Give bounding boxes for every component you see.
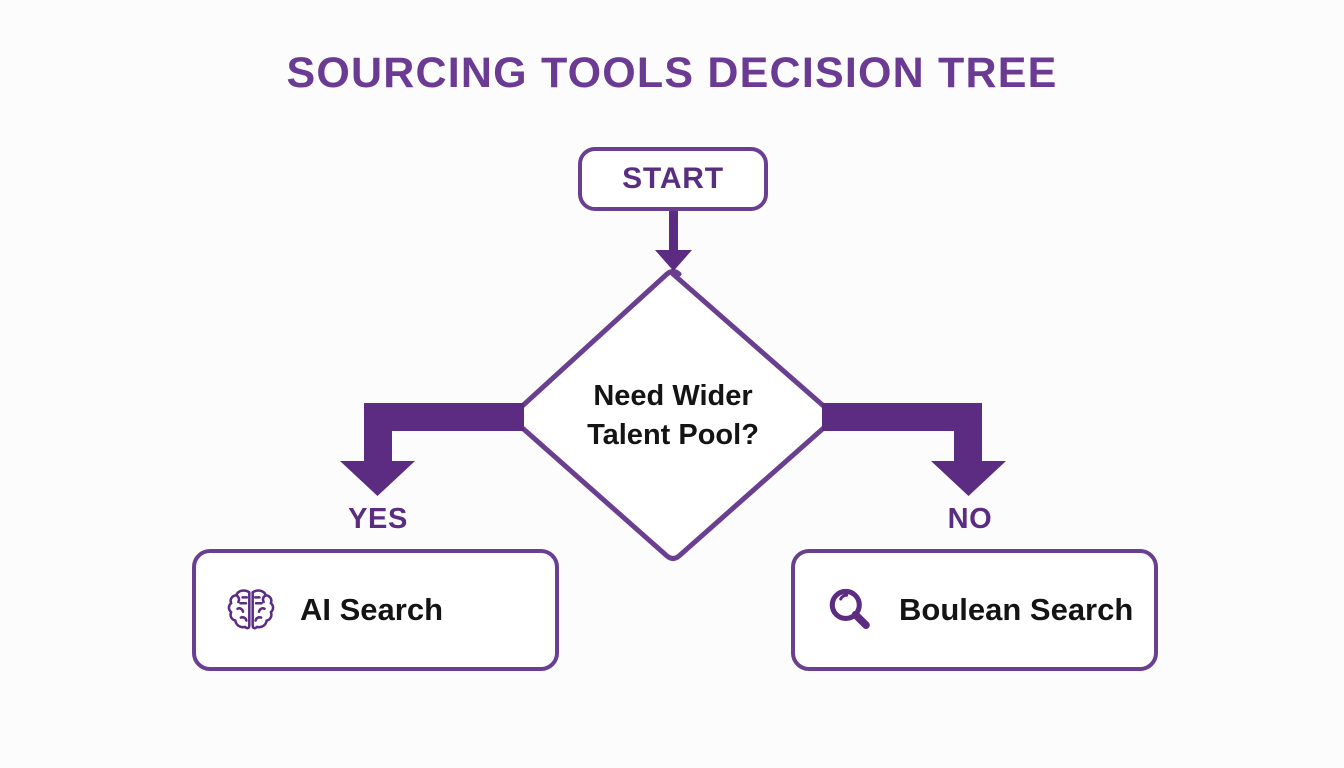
page-title: SOURCING TOOLS DECISION TREE: [286, 49, 1058, 97]
decision-label-line-2: Talent Pool?: [587, 419, 759, 451]
brain-icon: [227, 589, 275, 630]
outcome-node-ai-search[interactable]: AI Search: [192, 549, 559, 671]
arrow-decision-to-yes: [340, 403, 524, 496]
branch-label-no: NO: [947, 503, 993, 535]
branch-label-yes: YES: [348, 503, 408, 535]
decision-node[interactable]: Need Wider Talent Pool?: [513, 271, 833, 561]
start-node-label: START: [622, 162, 724, 195]
decision-label-line-1: Need Wider: [593, 379, 753, 412]
outcome-label-boolean-search: Boulean Search: [899, 592, 1134, 627]
outcome-label-ai-search: AI Search: [300, 592, 444, 627]
arrow-start-to-decision: [655, 210, 692, 271]
start-node[interactable]: START: [578, 147, 768, 211]
arrow-decision-to-no: [822, 403, 1006, 496]
magnifier-icon: [829, 588, 870, 629]
decision-node-label: Need Wider Talent Pool?: [513, 271, 833, 561]
outcome-node-boolean-search[interactable]: Boulean Search: [791, 549, 1158, 671]
